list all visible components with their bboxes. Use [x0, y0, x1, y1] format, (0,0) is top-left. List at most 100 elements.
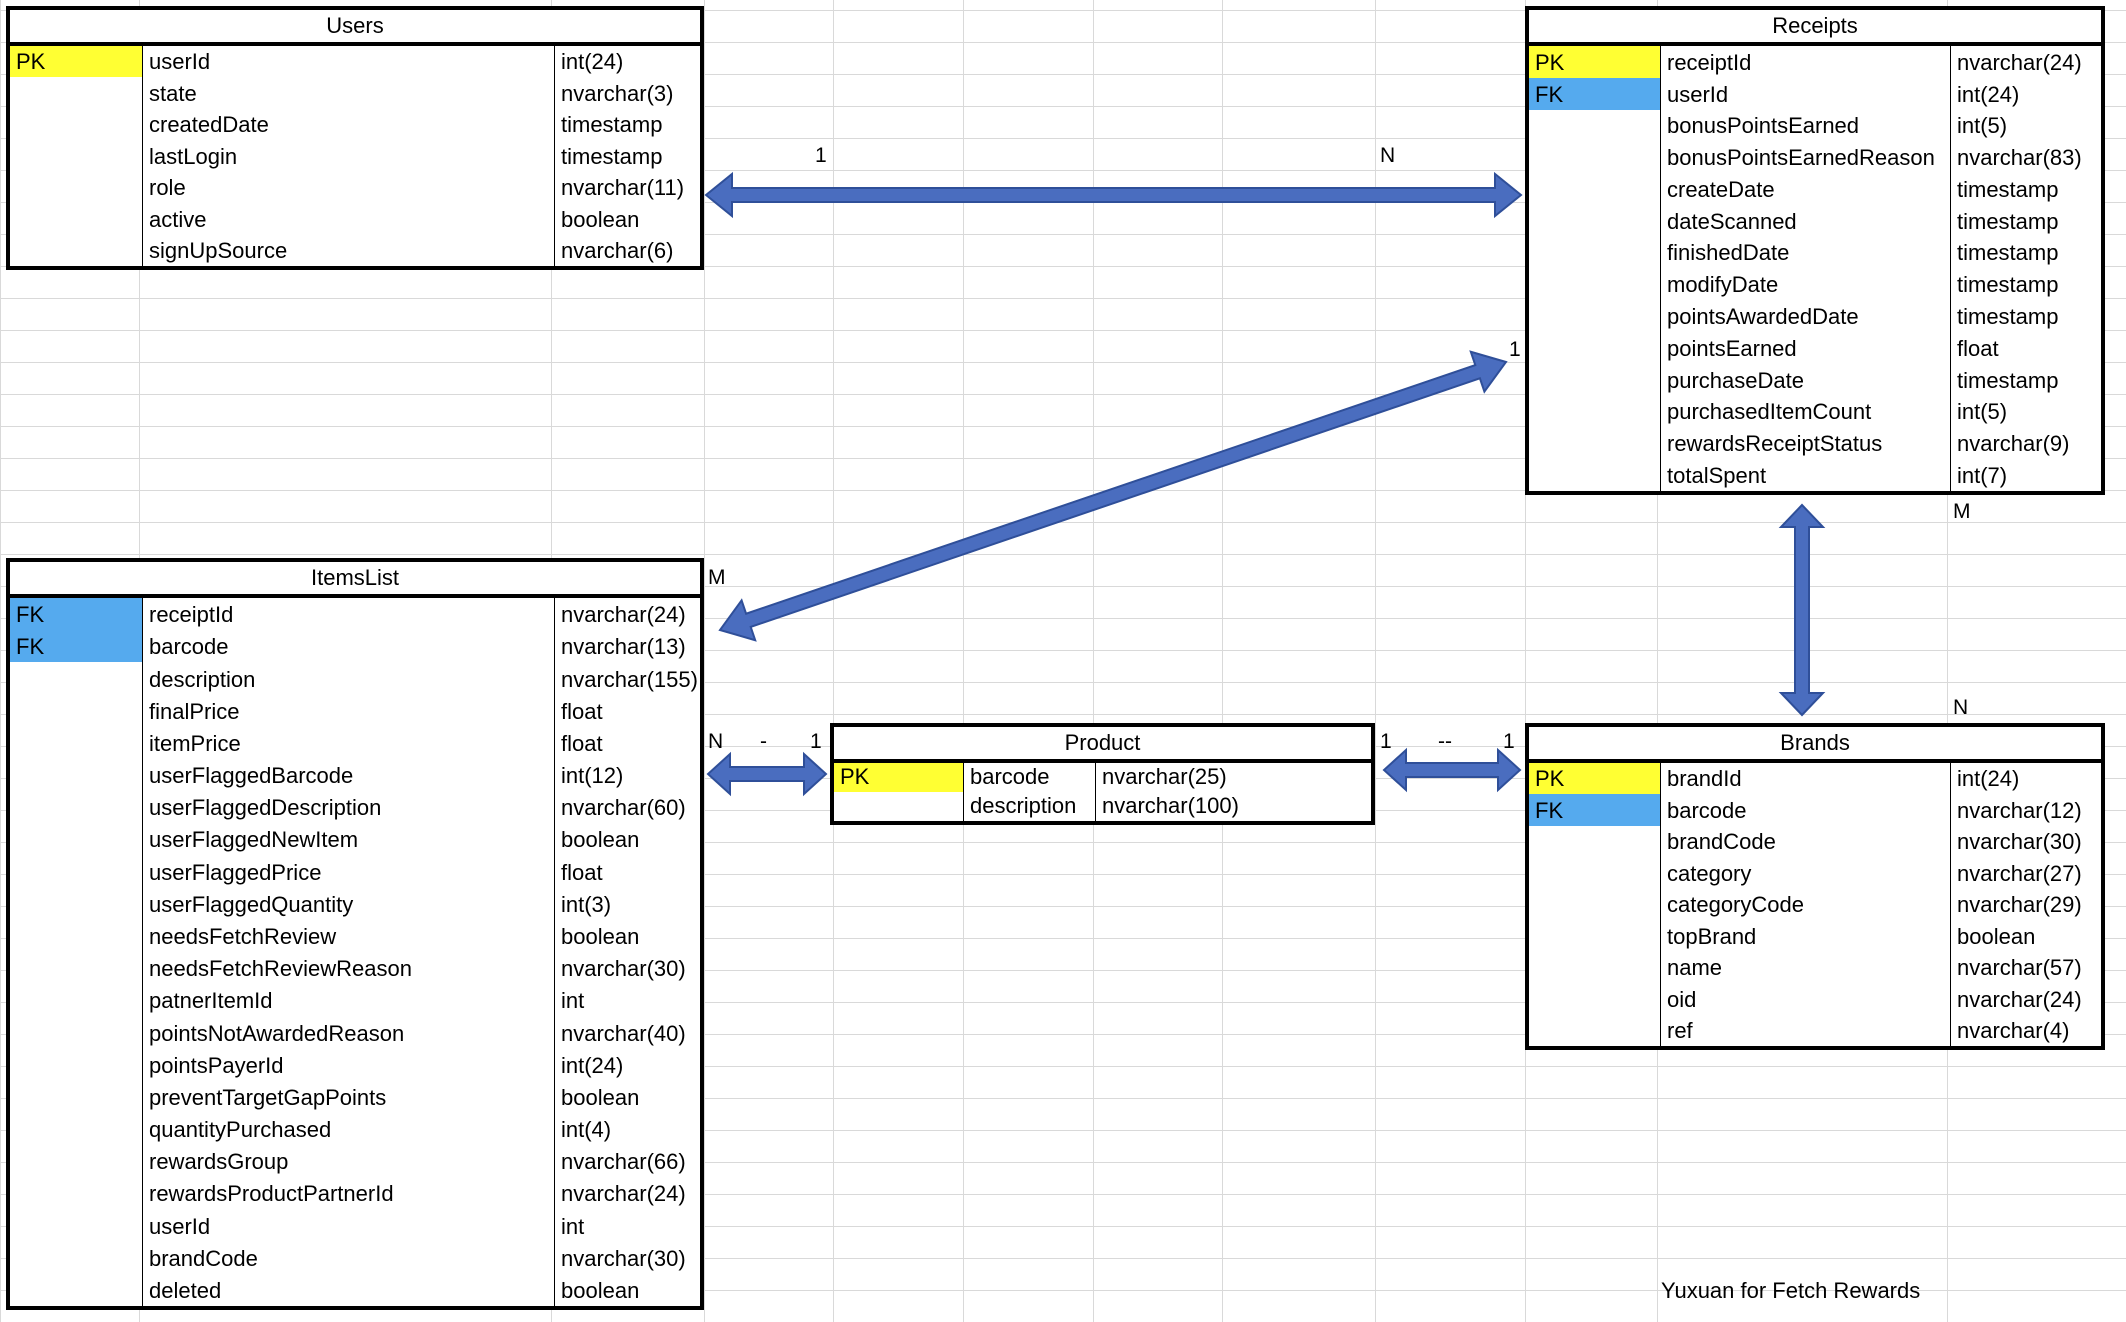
- field-type: timestamp: [1957, 367, 2059, 393]
- field-name: barcode: [970, 764, 1050, 789]
- key-cell: [1529, 205, 1661, 237]
- field-type: int(4): [561, 1117, 612, 1143]
- field-type: timestamp: [1957, 240, 2059, 266]
- field-type: timestamp: [561, 112, 663, 138]
- key-cell: FK: [10, 630, 142, 663]
- field-name: totalSpent: [1667, 462, 1767, 488]
- cardinality-brands-n: N: [1953, 696, 1969, 719]
- field-name: signUpSource: [149, 237, 288, 263]
- key-cell: [10, 203, 143, 234]
- field-name: userId: [1667, 81, 1729, 107]
- key-cell: [1529, 237, 1661, 269]
- field-type: nvarchar(24): [1957, 49, 2082, 75]
- key-cell: [1529, 1015, 1661, 1046]
- column-divider: [1950, 763, 1951, 1046]
- key-cell: [1529, 396, 1661, 428]
- cardinality-separator: --: [1438, 730, 1452, 753]
- field-name: needsFetchReview: [149, 923, 337, 949]
- field-name: quantityPurchased: [149, 1117, 332, 1143]
- field-name: pointsAwardedDate: [1667, 304, 1859, 330]
- field-type: int(12): [561, 763, 624, 789]
- field-type: nvarchar(83): [1957, 145, 2082, 171]
- key-cell: [1529, 459, 1661, 491]
- key-cell: [10, 984, 143, 1016]
- table-row: bonusPointsEarnedReason nvarchar(83): [1529, 141, 2101, 173]
- field-name: userFlaggedBarcode: [149, 763, 354, 789]
- column-divider: [554, 46, 555, 266]
- field-name: createDate: [1667, 176, 1775, 202]
- field-type: nvarchar(60): [561, 795, 686, 821]
- field-type: int(24): [561, 49, 624, 75]
- field-name: brandId: [1667, 766, 1742, 792]
- field-type: int(5): [1957, 399, 2008, 425]
- key-cell: [1529, 952, 1661, 983]
- field-name: userId: [149, 49, 211, 75]
- cardinality-items-n: N: [708, 730, 724, 753]
- field-type: nvarchar(24): [561, 1181, 686, 1207]
- field-type: nvarchar(66): [561, 1149, 686, 1175]
- field-name: finalPrice: [149, 698, 240, 724]
- cardinality-separator: -: [760, 730, 767, 753]
- cardinality-receipts-n: N: [1380, 144, 1396, 167]
- field-type: float: [561, 730, 603, 756]
- cardinality-receipts-one: 1: [1509, 338, 1521, 361]
- field-type: nvarchar(155): [561, 666, 698, 692]
- field-name: pointsPayerId: [149, 1052, 284, 1078]
- field-type: nvarchar(13): [561, 634, 686, 660]
- field-type: nvarchar(30): [561, 1245, 686, 1271]
- field-name: modifyDate: [1667, 272, 1779, 298]
- key-cell: FK: [10, 598, 142, 631]
- key-cell: [10, 1242, 143, 1274]
- field-name: pointsNotAwardedReason: [149, 1020, 405, 1046]
- key-cell: [10, 855, 143, 887]
- key-cell: [10, 662, 143, 694]
- field-name: categoryCode: [1667, 892, 1804, 918]
- table-row: description nvarchar(155): [10, 662, 700, 694]
- key-cell: [1529, 920, 1661, 951]
- field-name: description: [970, 793, 1077, 818]
- field-name: barcode: [1667, 797, 1747, 823]
- column-divider: [142, 46, 143, 266]
- field-name: role: [149, 175, 186, 201]
- key-cell: [10, 1274, 143, 1306]
- field-type: int(5): [1957, 113, 2008, 139]
- field-type: boolean: [561, 923, 640, 949]
- column-divider: [554, 598, 555, 1306]
- field-name: description: [149, 666, 256, 692]
- field-type: nvarchar(3): [561, 80, 674, 106]
- field-name: bonusPointsEarnedReason: [1667, 145, 1935, 171]
- key-cell: [10, 823, 143, 855]
- field-name: userFlaggedQuantity: [149, 891, 354, 917]
- field-name: userFlaggedNewItem: [149, 827, 359, 853]
